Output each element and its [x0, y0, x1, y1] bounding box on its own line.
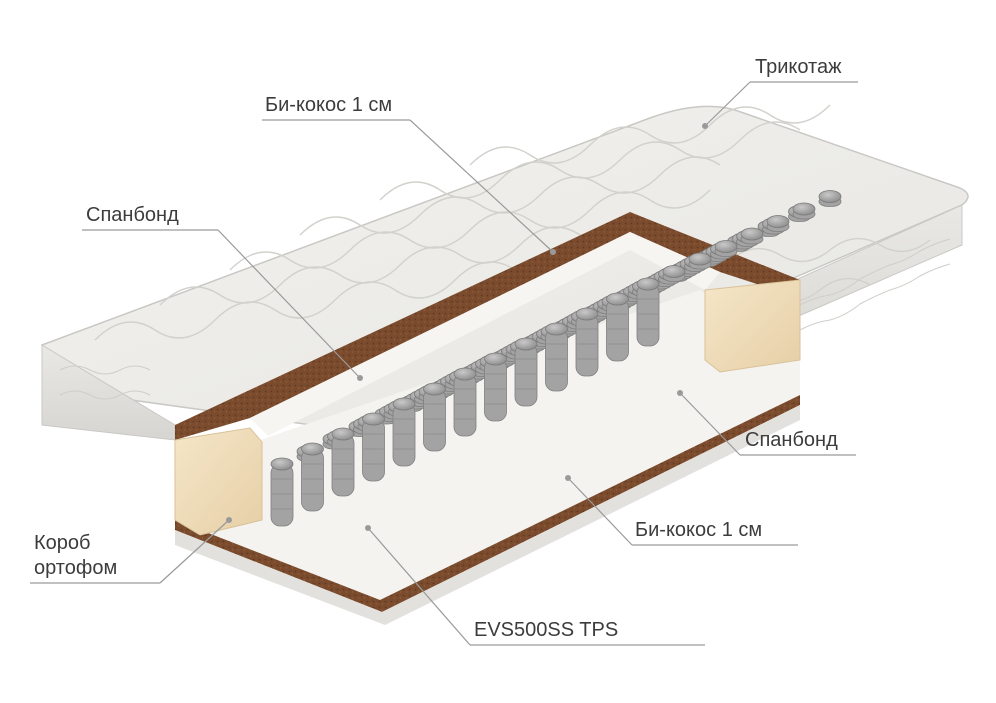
- spring-top: [484, 352, 507, 366]
- label-spunbond-top: Спанбонд: [86, 204, 179, 226]
- cutout-base: [175, 290, 800, 600]
- spring-pocket: [453, 373, 477, 437]
- leader-lines: [30, 81, 858, 646]
- spring-top: [740, 227, 764, 241]
- spring-top: [301, 442, 324, 456]
- spring-top: [606, 292, 629, 306]
- spring-pocket: [270, 463, 294, 527]
- spring-top: [818, 190, 842, 203]
- spring-pocket: [606, 298, 629, 362]
- spring-pocket: [514, 343, 538, 407]
- label-spunbond-bottom: Спанбонд: [745, 429, 838, 451]
- label-bicoco-bottom: Би-кокос 1 см: [635, 519, 762, 541]
- spring-top: [514, 337, 538, 351]
- spring-block: [270, 190, 842, 527]
- spring-pocket: [545, 328, 568, 392]
- labels: Трикотаж Би-кокос 1 см Спанбонд Спанбонд…: [34, 56, 842, 641]
- spring-top: [362, 412, 385, 426]
- spring-top: [545, 322, 568, 336]
- side-pattern: [59, 238, 951, 400]
- spunbond-top-layer: [250, 232, 720, 436]
- bicoco-top-layer: [175, 212, 800, 440]
- label-box-line2: ортофом: [34, 557, 117, 579]
- spring-pocket: [484, 358, 507, 422]
- spring-pocket: [636, 283, 660, 347]
- label-bicoco-top: Би-кокос 1 см: [265, 94, 392, 116]
- spring-top: [636, 277, 660, 291]
- spring-top: [792, 202, 816, 216]
- spring-top: [453, 367, 477, 381]
- spring-top: [688, 252, 712, 266]
- spring-pocket: [362, 418, 385, 482]
- spring-top: [331, 427, 355, 441]
- spring-pocket: [392, 403, 416, 467]
- spring-top: [423, 382, 446, 396]
- label-box-line1: Короб: [34, 532, 90, 554]
- spring-pocket: [301, 448, 324, 512]
- spring-top: [714, 240, 738, 253]
- spring-pocket: [575, 313, 599, 377]
- mattress-illustration: [40, 104, 969, 625]
- label-knit: Трикотаж: [755, 56, 842, 78]
- spring-top: [270, 457, 294, 471]
- spring-pocket: [331, 433, 355, 497]
- ortho-foam-right: [704, 279, 801, 373]
- spring-top: [766, 215, 790, 228]
- spring-top: [662, 265, 686, 278]
- ortho-foam-left: [174, 427, 263, 536]
- spring-top: [392, 397, 416, 411]
- spring-top: [575, 307, 599, 321]
- spring-pocket: [423, 388, 446, 452]
- label-springs: EVS500SS TPS: [474, 619, 618, 641]
